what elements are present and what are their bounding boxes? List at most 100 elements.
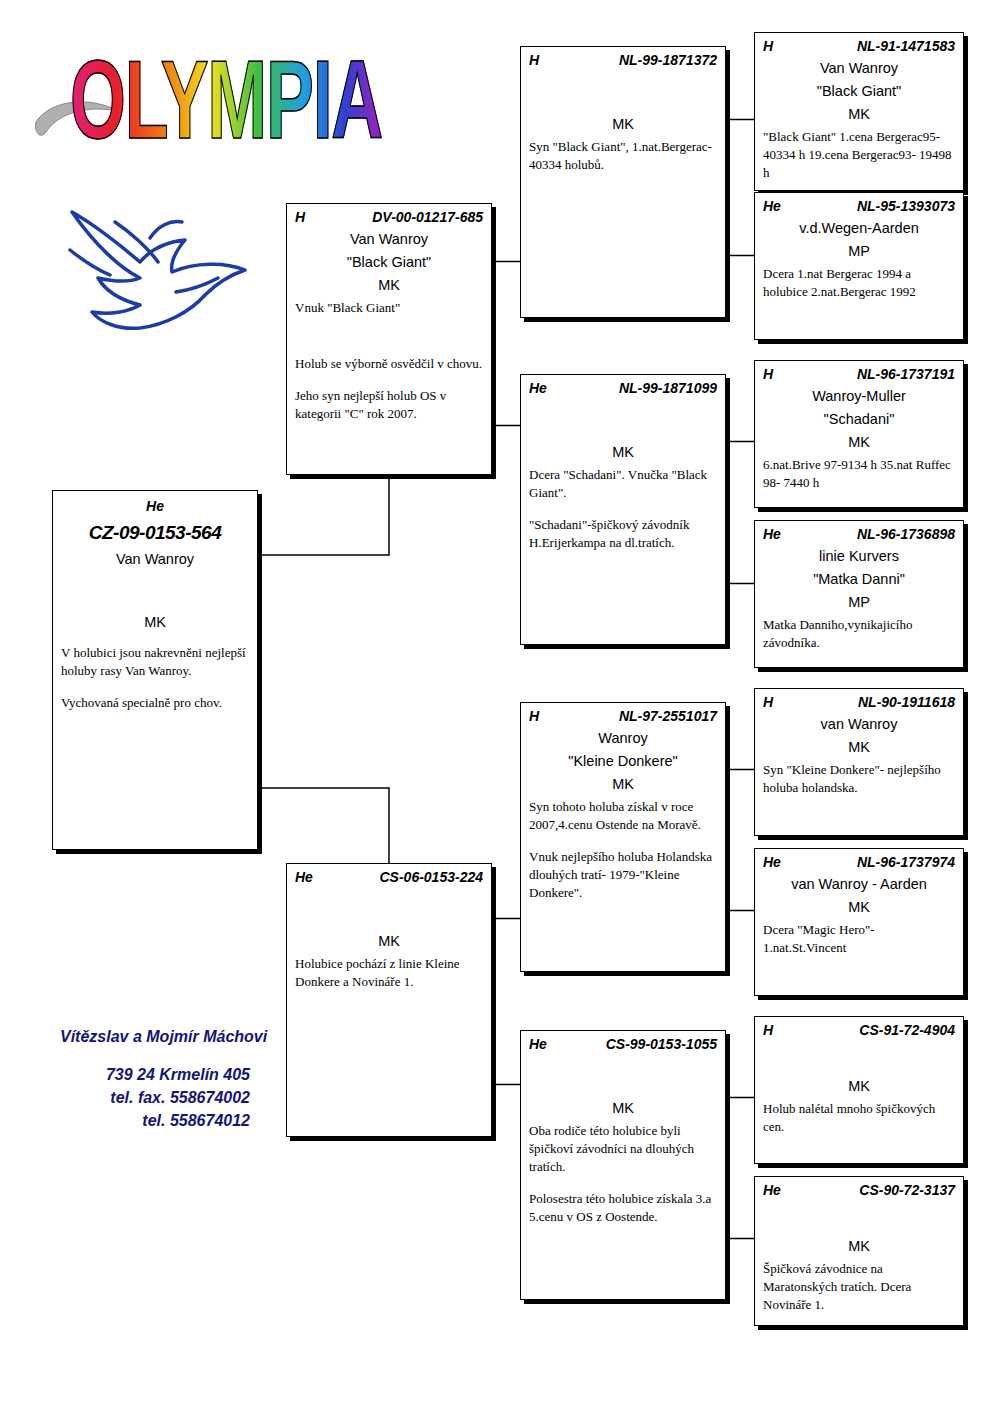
- pedigree-note: V holubici jsou nakrevněni nejlepší holu…: [61, 644, 249, 680]
- pedigree-line: [726, 441, 754, 443]
- pigeon-name: Wanroy: [529, 727, 717, 750]
- pedigree-note: Syn "Black Giant", 1.nat.Bergerac-40334 …: [529, 138, 717, 174]
- pigeon-name: linie Kurvers: [763, 545, 955, 568]
- sex-mark: He: [295, 868, 313, 886]
- pedigree-note: Holub nalétal mnoho špičkových cen.: [763, 1100, 955, 1136]
- pedigree-line: [492, 261, 520, 263]
- sex-mark: He: [763, 1181, 781, 1199]
- box-header: H NL-97-2551017: [529, 707, 717, 725]
- pigeon-name: "Matka Danni": [763, 568, 955, 591]
- sex-mark: H: [763, 37, 773, 55]
- ring-number: CS-90-72-3137: [859, 1181, 955, 1199]
- pedigree-box: HNL-90-1911618 van WanroyMKSyn "Kleine Do…: [754, 688, 964, 836]
- ring-number: CZ-09-0153-564: [61, 518, 249, 548]
- pigeon-name: MK: [529, 773, 717, 796]
- pigeon-name: MK: [763, 736, 955, 759]
- pigeon-name: van Wanroy: [763, 713, 955, 736]
- contact-text: Vítězslav a Mojmír Máchovi: [60, 1028, 267, 1046]
- sex-mark: He: [529, 1035, 547, 1053]
- box-header: He CS-90-72-3137: [763, 1181, 955, 1199]
- pedigree-line: [726, 1238, 754, 1240]
- pedigree-note: Dcera "Schadani". Vnučka "Black Giant".: [529, 466, 717, 502]
- sex-mark: H: [529, 707, 539, 725]
- pedigree-box: HNL-99-1871372MKSyn "Black Giant", 1.nat…: [520, 46, 726, 318]
- ring-number: NL-96-1737974: [857, 853, 955, 871]
- pedigree-box: HeCZ-09-0153-564Van WanroyMK V holubici j…: [52, 490, 258, 850]
- pedigree-line: [726, 769, 754, 771]
- pedigree-box: H CS-91-72-4904MKHolub nalétal mnoho špič…: [754, 1016, 964, 1164]
- pigeon-name: Wanroy-Muller: [763, 385, 955, 408]
- box-header: HeNL-95-1393073: [763, 197, 955, 215]
- pedigree-box: HeNL-96-1737974van Wanroy - AardenMKDcer…: [754, 848, 964, 996]
- pedigree-note: Holubice pochází z linie Kleine Donkere …: [295, 955, 483, 991]
- pedigree-box: HeNL-95-1393073v.d.Wegen-AardenMPDcera 1…: [754, 192, 964, 340]
- pedigree-note: Syn "Kleine Donkere"- nejlepšího holuba …: [763, 761, 955, 797]
- pedigree-note: "Schadani"-špičkový závodník H.Erijerkam…: [529, 516, 717, 552]
- sex-mark: He: [61, 495, 249, 518]
- pigeon-name: MK: [763, 896, 955, 919]
- ring-number: CS-06-0153-224: [379, 868, 483, 886]
- sex-mark: H: [763, 1021, 773, 1039]
- logo-title: OLYMPIA: [70, 44, 382, 156]
- pedigree-note: Vychovaná specialně pro chov.: [61, 694, 249, 712]
- pigeon-name: MK: [763, 1075, 955, 1098]
- contact-text: 739 24 Krmelín 405: [106, 1066, 250, 1084]
- pedigree-box: He CS-99-0153-1055MKOba rodiče této holub…: [520, 1030, 726, 1300]
- sex-mark: H: [763, 693, 773, 711]
- pigeon-name: Van Wanroy: [295, 228, 483, 251]
- pigeon-name: Van Wanroy: [763, 57, 955, 80]
- box-header: HeNL-99-1871099: [529, 379, 717, 397]
- ring-number: CS-91-72-4904: [859, 1021, 955, 1039]
- pigeon-name: MK: [763, 431, 955, 454]
- pedigree-note: Holub se výborně osvědčil v chovu.: [295, 355, 483, 373]
- pigeon-name: MK: [295, 274, 483, 297]
- box-header: H NL-91-1471583: [763, 37, 955, 55]
- pedigree-note: Matka Danniho,vynikajicího závodníka.: [763, 616, 955, 652]
- pedigree-note: Polosestra této holubice získala 3.a 5.c…: [529, 1190, 717, 1226]
- pigeon-name: MK: [763, 103, 955, 126]
- contact-text: tel. 558674012: [142, 1112, 250, 1130]
- sex-mark: He: [529, 379, 547, 397]
- ring-number: CS-99-0153-1055: [606, 1035, 717, 1053]
- pedigree-line: [492, 1084, 520, 1086]
- box-header: HDV-00-01217-685: [295, 208, 483, 226]
- pedigree-box: HeNL-96-1736898 linie Kurvers"Matka Danni…: [754, 520, 964, 668]
- pigeon-name: MK: [295, 930, 483, 953]
- pedigree-note: "Black Giant" 1.cena Bergerac95-40334 h …: [763, 128, 955, 182]
- pedigree-line: [726, 119, 754, 121]
- pigeon-name: "Black Giant": [295, 251, 483, 274]
- box-header: H CS-91-72-4904: [763, 1021, 955, 1039]
- ring-number: NL-97-2551017: [619, 707, 717, 725]
- box-header: HNL-96-1737191: [763, 365, 955, 383]
- pigeon-name: v.d.Wegen-Aarden: [763, 217, 955, 240]
- pedigree-box: HeNL-99-1871099MKDcera "Schadani". Vnučk…: [520, 374, 726, 645]
- pedigree-box: HeCS-90-72-3137MKŠpičková závodnice na M…: [754, 1176, 964, 1326]
- pigeon-name: van Wanroy - Aarden: [763, 873, 955, 896]
- pigeon-name: Van Wanroy: [61, 548, 249, 571]
- ring-number: NL-96-1736898: [857, 525, 955, 543]
- ring-number: NL-95-1393073: [857, 197, 955, 215]
- pigeon-name: MK: [61, 611, 249, 634]
- pedigree-line: [726, 1097, 754, 1099]
- pedigree-box: H NL-97-2551017Wanroy"Kleine Donkere"MKSy…: [520, 702, 726, 972]
- pedigree-box: H NL-91-1471583Van Wanroy"Black Giant"MK"…: [754, 32, 964, 191]
- pigeon-name: "Kleine Donkere": [529, 750, 717, 773]
- pedigree-box: He CS-06-0153-224MKHolubice pochází z lin…: [286, 863, 492, 1137]
- pedigree-note: Vnuk nejlepšího holuba Holandska dlouhýc…: [529, 848, 717, 902]
- pedigree-note: Oba rodiče této holubice byli špičkoví z…: [529, 1122, 717, 1176]
- box-header: HNL-90-1911618: [763, 693, 955, 711]
- ring-number: NL-99-1871372: [619, 51, 717, 69]
- pedigree-note: Syn tohoto holuba získal v roce 2007,4.c…: [529, 798, 717, 834]
- pigeon-name: MK: [529, 1097, 717, 1120]
- box-header: H NL-99-1871372: [529, 51, 717, 69]
- box-header: He NL-96-1737974: [763, 853, 955, 871]
- ring-number: NL-91-1471583: [857, 37, 955, 55]
- pedigree-note: Vnuk "Black Giant": [295, 299, 483, 317]
- contact-text: tel. fax. 558674002: [110, 1089, 250, 1107]
- sex-mark: H: [529, 51, 539, 69]
- pigeon-name: "Black Giant": [763, 80, 955, 103]
- box-header: HeNL-96-1736898: [763, 525, 955, 543]
- sex-mark: He: [763, 853, 781, 871]
- pigeon-name: MK: [763, 1235, 955, 1258]
- pedigree-box: HNL-96-1737191Wanroy-Muller"Schadani"MK6…: [754, 360, 964, 508]
